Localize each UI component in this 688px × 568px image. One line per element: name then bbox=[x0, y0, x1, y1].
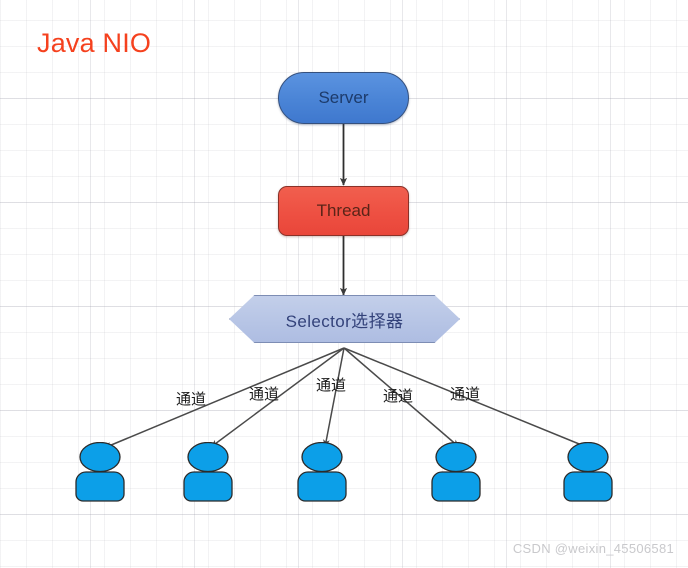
client-icon-5[interactable] bbox=[558, 441, 618, 504]
person-icon bbox=[75, 441, 125, 502]
channel-label-4: 通道 bbox=[383, 387, 414, 405]
node-thread[interactable]: Thread bbox=[278, 186, 409, 236]
node-thread-label: Thread bbox=[316, 201, 371, 220]
node-server-label: Server bbox=[318, 88, 369, 107]
edge-selector-client-3 bbox=[323, 347, 345, 448]
person-icon bbox=[297, 441, 347, 502]
channel-label-5: 通道 bbox=[450, 385, 481, 403]
edge-selector-client-1 bbox=[103, 347, 345, 449]
client-icon-4[interactable] bbox=[426, 441, 486, 504]
diagram-title: Java NIO bbox=[37, 28, 152, 58]
node-selector-label: Selector选择器 bbox=[285, 311, 404, 331]
client-icon-1[interactable] bbox=[70, 441, 130, 504]
person-icon bbox=[183, 441, 233, 502]
node-server[interactable]: Server bbox=[278, 72, 409, 124]
channel-label-3: 通道 bbox=[316, 376, 347, 394]
client-icon-2[interactable] bbox=[178, 441, 238, 504]
client-icon-3[interactable] bbox=[292, 441, 352, 504]
channel-label-1: 通道 bbox=[176, 390, 207, 408]
channel-label-2: 通道 bbox=[249, 385, 280, 403]
person-icon bbox=[431, 441, 481, 502]
node-selector[interactable]: Selector选择器 bbox=[229, 295, 460, 343]
person-icon bbox=[563, 441, 613, 502]
watermark: CSDN @weixin_45506581 bbox=[512, 541, 674, 556]
